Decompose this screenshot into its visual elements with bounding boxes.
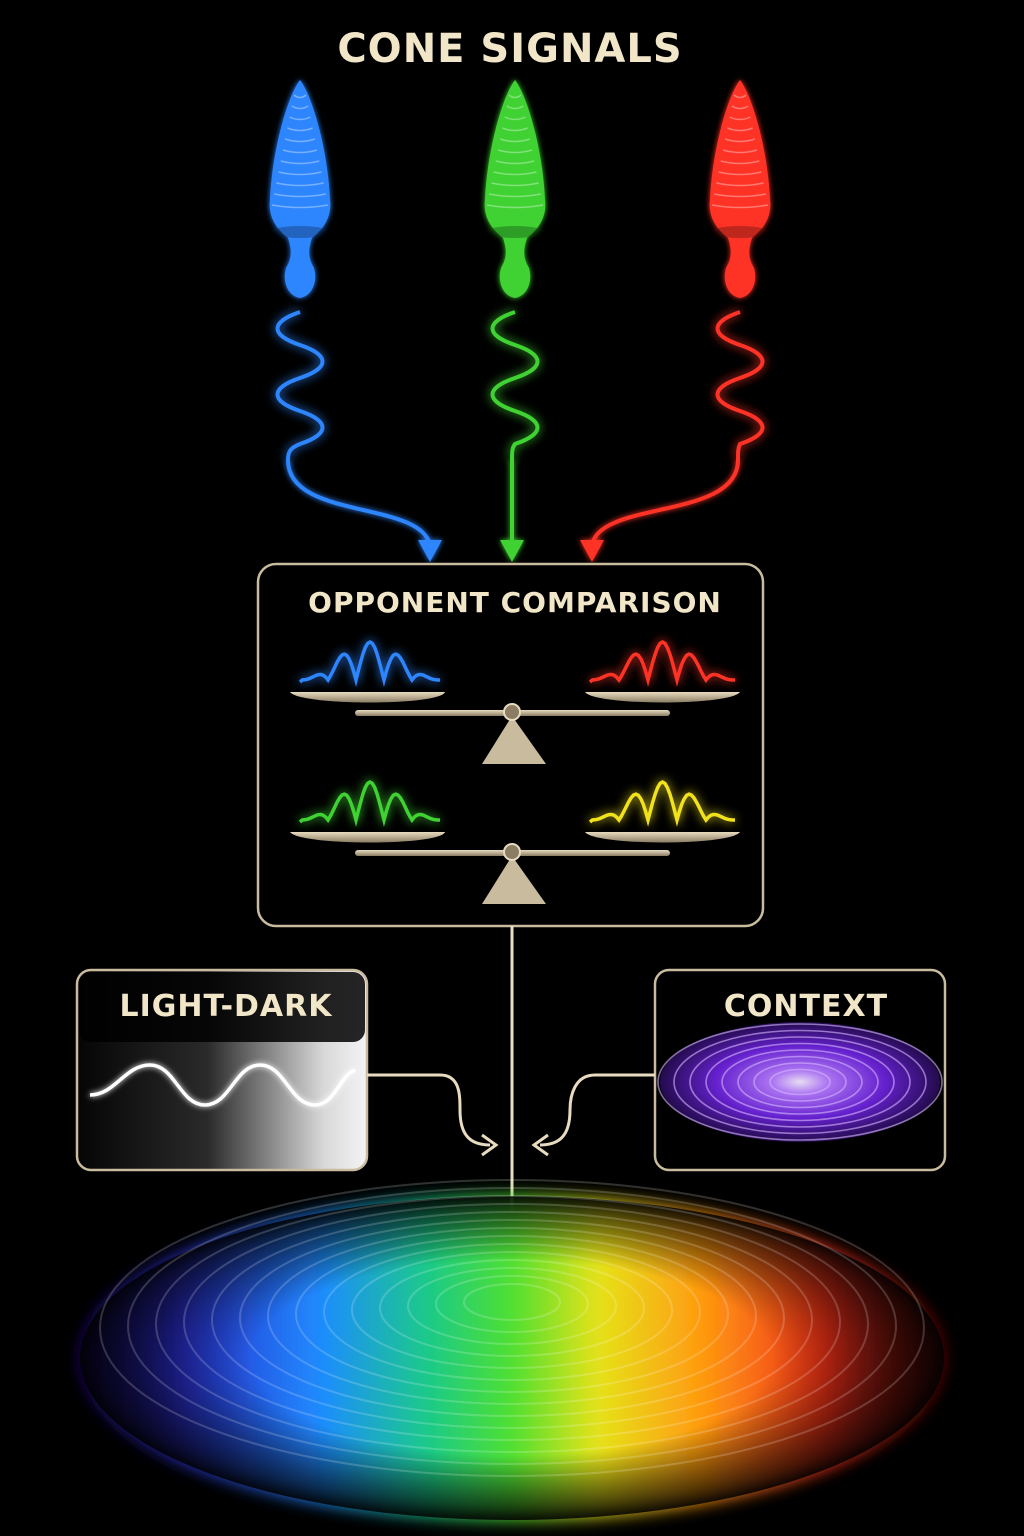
blue-arrow-down-icon bbox=[286, 459, 442, 562]
cones-group bbox=[269, 80, 771, 298]
left-wave-signal-icon bbox=[298, 639, 440, 687]
left-wave-signal-icon bbox=[298, 779, 440, 827]
blue-wave-signal-icon bbox=[275, 310, 325, 461]
ripple-icon bbox=[657, 1022, 943, 1142]
balance-scale-icon bbox=[290, 639, 740, 764]
green-arrow-down-icon bbox=[500, 460, 524, 562]
blue-cone-icon bbox=[269, 80, 331, 298]
green-wave-signal-icon bbox=[490, 310, 540, 461]
light-dark-label: LIGHT-DARK bbox=[120, 989, 334, 1024]
opponent-comparison-label: OPPONENT COMPARISON bbox=[308, 586, 722, 619]
center-arrow-down-icon bbox=[498, 926, 526, 1246]
red-arrow-down-icon bbox=[580, 459, 740, 562]
balance-scale-icon bbox=[290, 779, 740, 904]
light-dark-arrow-icon bbox=[367, 1073, 499, 1157]
context-label: CONTEXT bbox=[724, 989, 888, 1024]
right-wave-signal-icon bbox=[588, 779, 735, 827]
sine-wave-icon bbox=[89, 1063, 356, 1107]
red-wave-signal-icon bbox=[715, 310, 765, 461]
color-disc-icon bbox=[80, 1179, 944, 1520]
red-cone-icon bbox=[709, 80, 771, 298]
right-wave-signal-icon bbox=[588, 639, 735, 687]
green-cone-icon bbox=[484, 80, 546, 298]
diagram-title: CONE SIGNALS bbox=[337, 26, 682, 72]
context-arrow-icon bbox=[531, 1073, 655, 1157]
balances-group bbox=[290, 639, 740, 904]
